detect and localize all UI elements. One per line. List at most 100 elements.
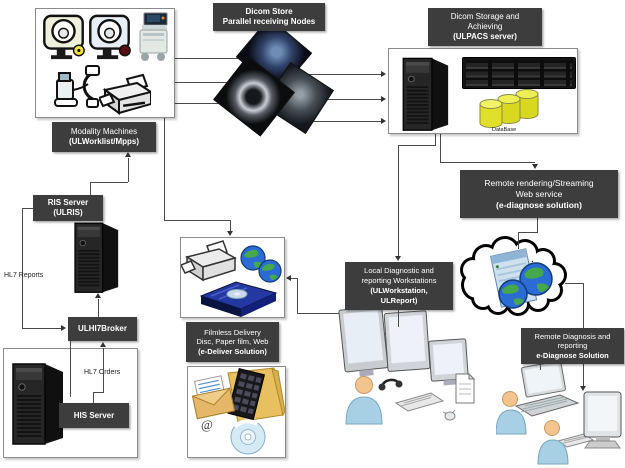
connector-pacs-remote-h (440, 162, 535, 163)
ct-scanner-yellow-icon (43, 14, 85, 60)
disc-publisher-icon (199, 281, 278, 317)
film-folder-icon (227, 367, 285, 423)
report-document-icon (455, 372, 476, 404)
arrowhead-to-broker-bottom (100, 342, 106, 347)
globe-icon-cloud-1 (519, 262, 553, 296)
headset-icon (378, 378, 403, 391)
arrowhead-nodes-pacs-3 (381, 118, 386, 124)
filmless-delivery-icons (181, 240, 282, 317)
local-label-line3: (ULWorkstation, (370, 286, 428, 295)
arrowhead-to-filmless-right (286, 275, 291, 281)
remote-diagnosis-line2: reporting (557, 341, 588, 351)
hl7-broker-label: ULHI7Broker (68, 317, 137, 341)
connector-pacs-remote-v1 (440, 134, 441, 162)
filmless-label-line1: Filmless Delivery (204, 327, 261, 337)
arrowhead-to-remote-monitor (580, 386, 586, 391)
local-label-line2: reporting Workstations (361, 276, 437, 285)
modality-label-line2: (ULWorklist/Mpps) (68, 137, 140, 146)
pacs-storage-label: Dicom Storage and Achieving (ULPACS serv… (428, 8, 542, 46)
connector-rendering-cloud-h (518, 232, 538, 233)
cloud-icon (460, 236, 567, 316)
connector-hl7reports-h2 (22, 328, 61, 329)
connector-modality-nodes-2 (175, 82, 237, 83)
remote-diagnosis-line3: e-Diagnose Solution (536, 350, 609, 360)
connector-rendering-cloud-v1 (537, 218, 538, 232)
connector-modality-filmless-h (164, 220, 231, 221)
database-caption: DataBase (492, 127, 517, 133)
connector-modality-filmless-v (164, 118, 165, 220)
globe-icon-cloud-2 (498, 279, 528, 309)
arrowhead-to-filmless-top (227, 231, 233, 236)
his-server-label: HIS Server (59, 403, 129, 428)
remote-rendering-line3: (e-diagnose solution) (496, 199, 582, 210)
remote-rendering-label: Remote rendering/Streaming Web service (… (460, 170, 618, 218)
paper-printer-icon (181, 240, 237, 282)
connector-hl7orders-v1 (93, 392, 94, 403)
dicom-store-label-line2: Parallel receiving Nodes (222, 17, 316, 26)
remote-diagnosis-line1: Remote Diagnosis and (534, 331, 611, 341)
remote-rendering-line2: Web service (515, 188, 563, 199)
modality-devices-box (35, 8, 175, 118)
hl7-orders-text: HL7 Orders (84, 369, 121, 376)
connector-modality-filmless-v2 (230, 220, 231, 231)
local-label-line1: Local Diagnostic and (364, 266, 434, 275)
storage-array-icon (462, 57, 576, 89)
filmless-delivery-label: Filmless Delivery Disc, Paper film, Web … (186, 322, 279, 362)
filmless-label-line2: Disc, Paper film, Web (196, 337, 269, 347)
envelope-icon (191, 375, 236, 420)
connector-workstations-filmless-h2 (291, 278, 298, 279)
pacs-label-line2: Achieving (467, 22, 503, 31)
pacs-label-line3: (ULPACS server) (453, 32, 517, 41)
storage-array-drive-slots (466, 60, 572, 86)
connector-broker-his (70, 341, 71, 397)
arrowhead-to-broker-left (61, 325, 66, 331)
pacs-tower-server-icon (402, 57, 449, 131)
laptop-icon (514, 360, 580, 417)
remote-person-icon-1 (496, 391, 527, 435)
ultrasound-machine-icon (139, 12, 168, 61)
globe-icon-deliver-1 (240, 245, 266, 271)
his-label-line1: HIS Server (73, 410, 115, 420)
remote-diagnosis-label: Remote Diagnosis and reporting e-Diagnos… (521, 328, 624, 364)
connector-rendering-cloud-v2 (518, 232, 519, 249)
remote-person-icon-2 (537, 420, 569, 465)
connector-ris-modality-v1 (90, 182, 91, 196)
connector-local-monitors (398, 310, 399, 327)
film-printer-icon (99, 73, 151, 115)
arrowhead-to-modality-label (125, 152, 131, 157)
arrowhead-to-local-label (395, 256, 401, 261)
hl7-reports-text: HL7 Reports (4, 272, 44, 279)
dicom-store-label: Dicom Store Parallel receiving Nodes (213, 3, 325, 31)
arrowhead-to-remote-rendering (532, 164, 538, 169)
connector-hl7orders-v2 (103, 348, 104, 392)
remote-rendering-line1: Remote rendering/Streaming (484, 177, 594, 188)
connector-nodes-pacs-2 (306, 99, 382, 100)
ct-scanner-red-icon (89, 14, 131, 60)
globe-icon-deliver-2 (258, 259, 282, 283)
ris-server-label: RIS Server (ULRIS) (33, 195, 103, 221)
remote-users-cluster (496, 360, 622, 465)
cd-icon (230, 419, 266, 455)
workstation-cluster (338, 305, 476, 425)
arrowhead-to-ris-server (95, 293, 101, 298)
workstation-monitor-3 (428, 338, 469, 386)
radiologist-person-icon (345, 376, 383, 425)
delivery-media-icons: @ (191, 367, 285, 455)
remote-monitor-icon (583, 391, 622, 449)
connector-modality-nodes-3 (175, 103, 243, 104)
database-cylinders-icon (479, 89, 539, 128)
ris-label-line1: RIS Server (47, 198, 89, 207)
connector-pacs-local-v2 (398, 145, 399, 257)
connector-modality-nodes-1 (175, 58, 243, 59)
modality-label-line1: Modality Machines (70, 127, 138, 136)
connector-pacs-local-h (398, 145, 436, 146)
connector-workstations-filmless-h1 (297, 313, 366, 314)
connector-pacs-local-v1 (435, 134, 436, 145)
connector-hl7orders-h (93, 392, 104, 393)
filmless-label-line3: (e-Deliver Solution) (198, 346, 267, 356)
connector-ris-modality-v2 (128, 158, 129, 182)
local-workstations-label: Local Diagnostic and reporting Workstati… (345, 262, 453, 310)
connector-ris-modality-h (90, 182, 128, 183)
at-symbol: @ (201, 417, 213, 432)
